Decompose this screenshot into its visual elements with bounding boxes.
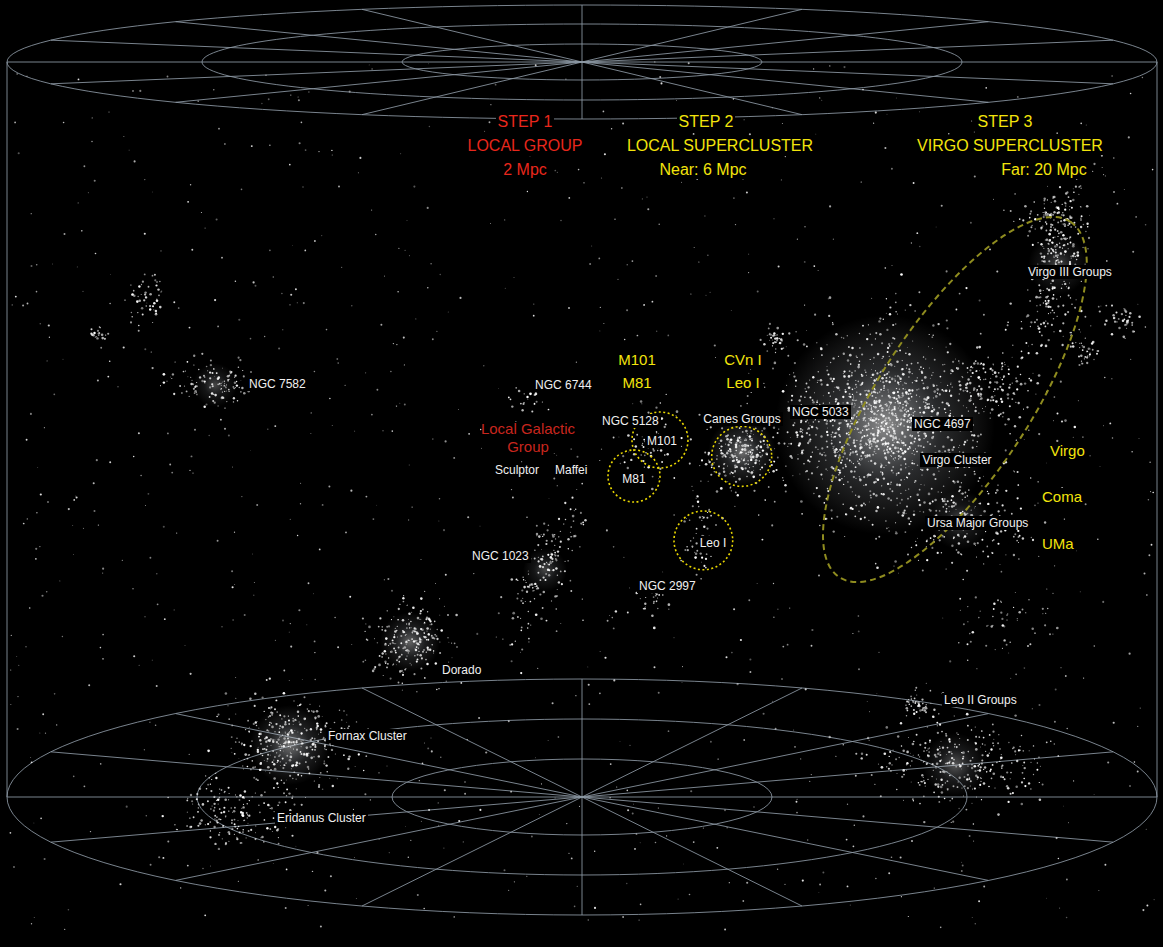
sky-map: M101Canes GroupsVirgo ClusterM81Leo I ST… (0, 0, 1163, 947)
